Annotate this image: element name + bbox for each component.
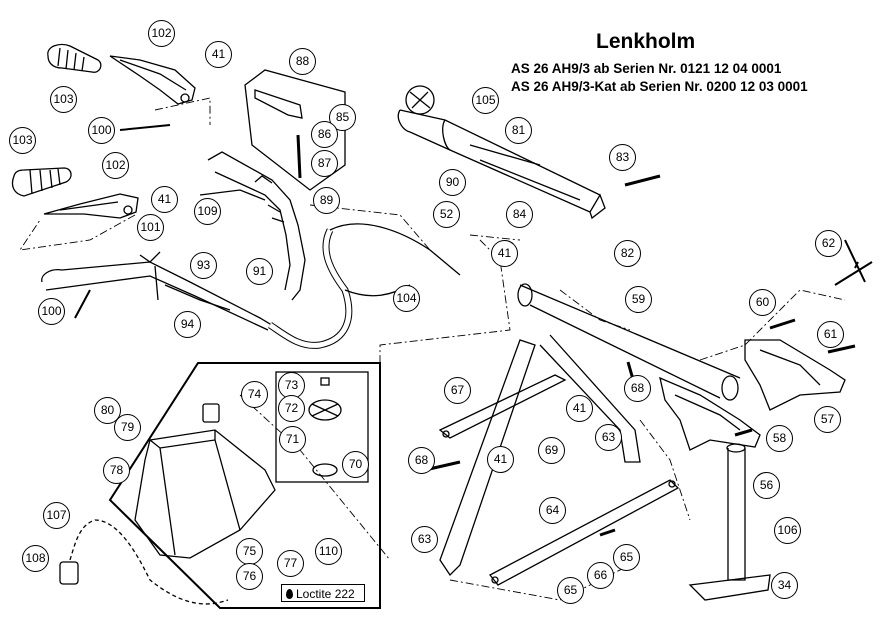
grip-lower [11, 167, 72, 197]
callout-part: 67 [444, 377, 471, 404]
callout-part: 109 [194, 198, 221, 225]
callout-part: 68 [624, 375, 651, 402]
t-handle-62 [834, 239, 873, 286]
callout-part: 107 [43, 502, 70, 529]
callout-part: 76 [236, 563, 263, 590]
callout-part: 103 [50, 86, 77, 113]
callout-part: 100 [38, 298, 65, 325]
callout-part: 65 [557, 577, 584, 604]
callout-part: 64 [539, 497, 566, 524]
callout-part: 88 [289, 48, 316, 75]
diagram-subtitle-2: AS 26 AH9/3-Kat ab Serien Nr. 0200 12 03… [511, 79, 808, 94]
callout-part: 71 [279, 426, 306, 453]
callout-part: 41 [491, 240, 518, 267]
fuel-line [59, 519, 229, 605]
callout-part: 86 [311, 121, 338, 148]
callout-part: 105 [472, 87, 499, 114]
callout-part: 110 [315, 538, 342, 565]
lever-upper [109, 55, 196, 105]
callout-part: 89 [313, 187, 340, 214]
callout-part: 41 [487, 446, 514, 473]
handlebar-upper [199, 151, 306, 301]
bracket-57 [744, 339, 846, 411]
callout-part: 56 [753, 472, 780, 499]
callout-part: 103 [9, 127, 36, 154]
callout-part: 75 [236, 538, 263, 565]
callout-part: 78 [103, 457, 130, 484]
callout-part: 100 [88, 117, 115, 144]
loctite-label: Loctite 222 [296, 587, 355, 601]
callout-part: 57 [814, 406, 841, 433]
callout-part: 87 [311, 150, 338, 177]
callout-part: 63 [411, 526, 438, 553]
callout-part: 93 [190, 252, 217, 279]
callout-part: 83 [609, 144, 636, 171]
loctite-note: Loctite 222 [281, 584, 365, 602]
lever-lower [43, 193, 139, 219]
callout-part: 102 [102, 152, 129, 179]
callout-part: 63 [595, 424, 622, 451]
callout-part: 104 [393, 285, 420, 312]
handlebar-lower [41, 251, 281, 331]
callout-part: 73 [278, 372, 305, 399]
callout-part: 77 [277, 550, 304, 577]
callout-part: 60 [749, 289, 776, 316]
callout-part: 108 [22, 545, 49, 572]
callout-part: 81 [505, 117, 532, 144]
callout-part: 41 [566, 395, 593, 422]
callout-part: 102 [148, 20, 175, 47]
callout-part: 65 [613, 544, 640, 571]
callout-part: 74 [241, 381, 268, 408]
diagram-title: Lenkholm [596, 30, 696, 53]
inset-88 [244, 69, 346, 191]
callout-part: 41 [151, 186, 178, 213]
brace-64 [489, 479, 680, 586]
cap-assembly [275, 371, 369, 483]
fuel-tank [134, 403, 276, 559]
callout-part: 72 [278, 395, 305, 422]
callout-part: 69 [538, 437, 565, 464]
callout-part: 52 [433, 201, 460, 228]
crossbar-59 [517, 283, 741, 401]
callout-part: 62 [815, 230, 842, 257]
brace-67 [438, 374, 567, 439]
callout-part: 70 [342, 451, 369, 478]
callout-part: 58 [766, 425, 793, 452]
callout-part: 79 [114, 414, 141, 441]
callout-part: 34 [771, 572, 798, 599]
callout-part: 101 [137, 214, 164, 241]
callout-part: 84 [506, 201, 533, 228]
callout-part: 90 [439, 169, 466, 196]
callout-part: 68 [408, 447, 435, 474]
frame-tube-81 [397, 85, 606, 220]
assembly-lines [19, 97, 846, 601]
callout-part: 82 [614, 240, 641, 267]
callout-part: 94 [174, 311, 201, 338]
leg-63 [439, 334, 641, 577]
callout-part: 66 [587, 562, 614, 589]
grip-upper [47, 43, 102, 73]
diagram-subtitle-1: AS 26 AH9/3 ab Serien Nr. 0121 12 04 000… [511, 61, 782, 76]
callout-part: 59 [625, 286, 652, 313]
bracket-58 [659, 376, 761, 451]
callout-part: 91 [246, 258, 273, 285]
stand-56 [688, 443, 771, 601]
drop-icon [286, 589, 293, 599]
callout-part: 106 [774, 517, 801, 544]
callout-part: 41 [205, 41, 232, 68]
cable-coil [268, 223, 461, 349]
callout-part: 61 [817, 321, 844, 348]
